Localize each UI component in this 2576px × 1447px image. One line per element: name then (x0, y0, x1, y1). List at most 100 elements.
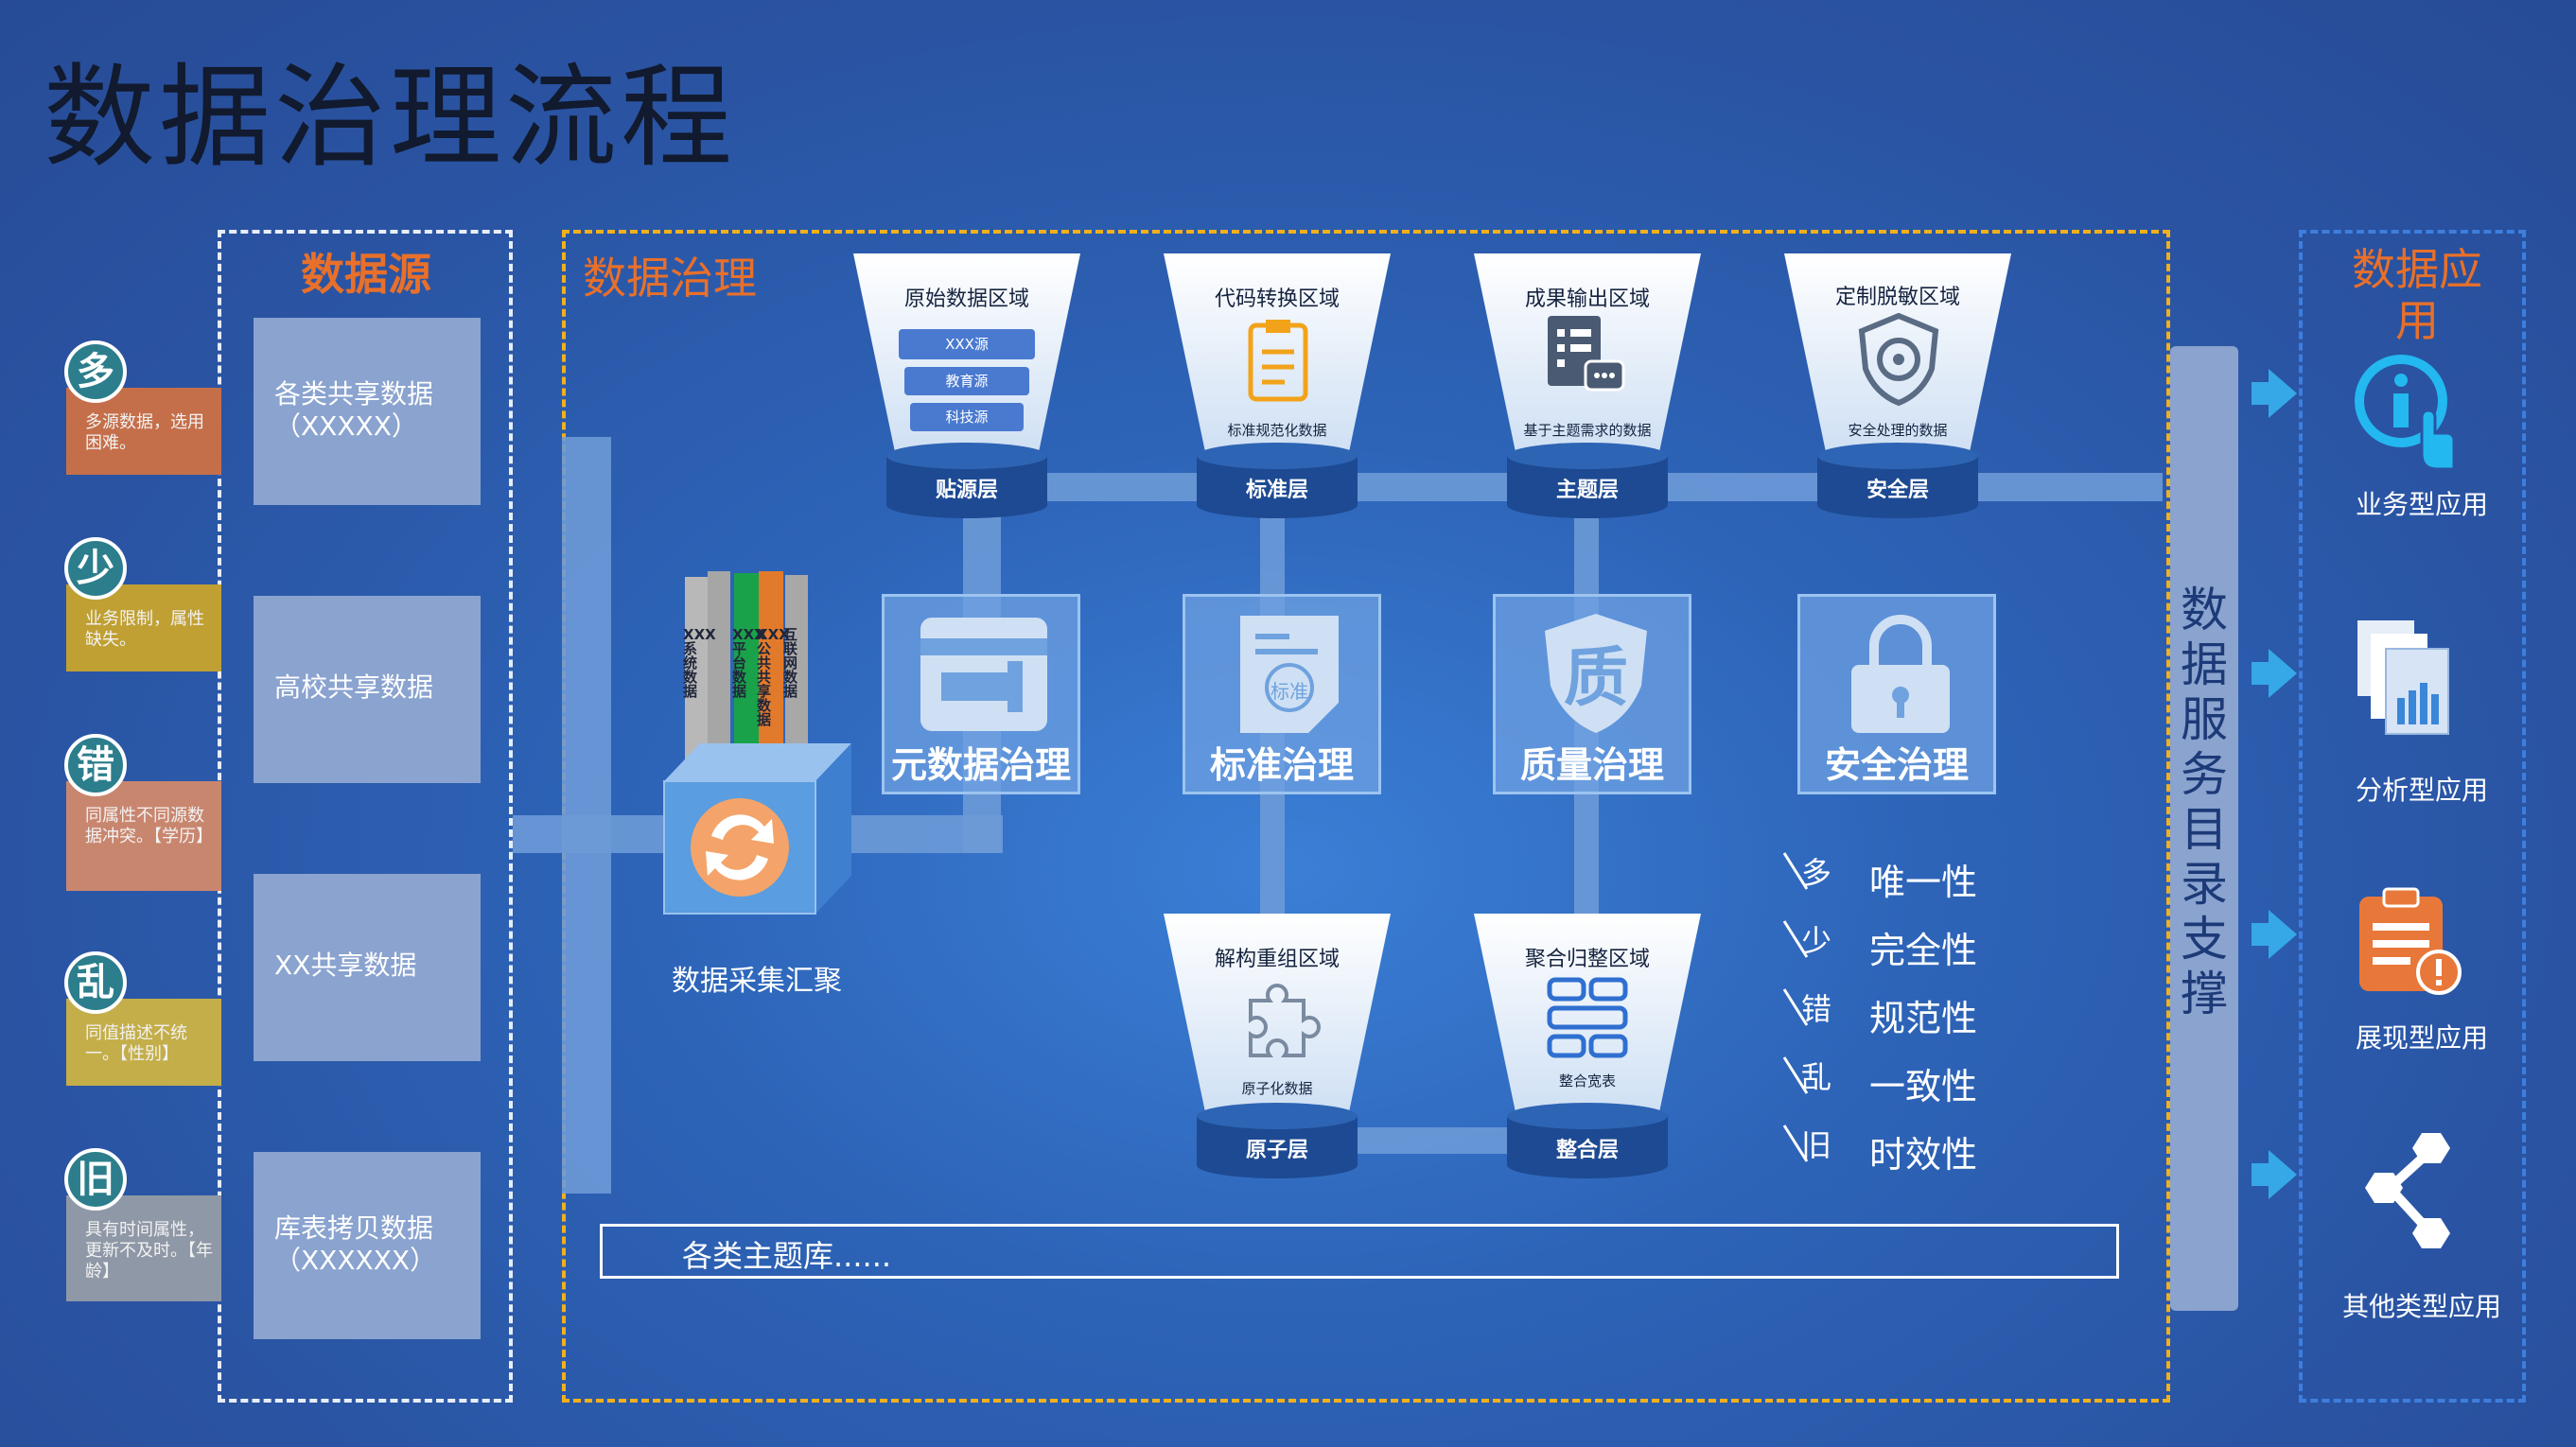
quality-label: 一致性 (1869, 1066, 1978, 1107)
tile-quality-governance: 质 质量治理 (1493, 594, 1691, 794)
source-chip: 教育源 (904, 367, 1029, 395)
funnel-title: 原始数据区域 (903, 288, 1029, 311)
funnel-sub: 基于主题需求的数据 (1523, 422, 1652, 439)
layer-label: 整合层 (1555, 1139, 1619, 1162)
application-panel (2299, 230, 2526, 1403)
quality-item-uniqueness: 多 唯一性 (1779, 846, 2024, 903)
standard-doc-icon (1233, 608, 1346, 744)
quality-check-icon: 错 (1779, 982, 1839, 1038)
problem-icon-shao: 少 (64, 537, 127, 600)
funnel-sub: 安全处理的数据 (1848, 422, 1948, 439)
quality-item-consistency: 乱 一致性 (1779, 1050, 2024, 1107)
quality-item-normative: 错 规范性 (1779, 982, 2024, 1039)
arrow-right-icon (2252, 1163, 2270, 1186)
layer-cylinder-security: 安全层 (1817, 443, 1978, 518)
source-box-table-copy: 库表拷贝数据（XXXXXX） (254, 1152, 481, 1339)
tile-metadata-governance: 元数据治理 (882, 594, 1080, 794)
topic-library-bar: 各类主题库...... (600, 1224, 2119, 1279)
data-collection-cube: XXX系统数据 XXX平台数据 XXX公共共享数据 互联网数据 (653, 571, 861, 931)
funnel-result-output: 成果输出区域 基于主题需求的数据 (1474, 253, 1701, 462)
funnel-title: 聚合归整区域 (1524, 948, 1650, 971)
layer-label: 原子层 (1245, 1139, 1308, 1162)
app-label-display: 展现型应用 (2355, 1022, 2488, 1054)
book-label-2: XXX平台数据 (732, 626, 765, 700)
problem-desc: 多源数据，选用困难。 (85, 412, 204, 453)
tile-security-governance: 安全治理 (1797, 594, 1996, 794)
funnel-sub: 标准规范化数据 (1227, 422, 1327, 439)
page-title: 数据治理流程 (44, 52, 737, 183)
arrow-right-icon (2269, 1150, 2297, 1199)
layer-cylinder-integrate: 整合层 (1507, 1103, 1668, 1178)
info-touch-icon (2352, 352, 2465, 479)
governance-heading: 数据治理 (583, 253, 757, 304)
arrow-right-icon (2269, 649, 2297, 698)
quality-check-icon: 多 (1779, 846, 1839, 902)
layer-label: 标准层 (1245, 479, 1308, 502)
service-catalog-bar: 数据服务目录支撑 (2170, 346, 2238, 1311)
service-catalog-label: 数据服务目录支撑 (2181, 583, 2228, 1021)
funnel-title: 解构重组区域 (1214, 948, 1340, 971)
problem-card-jiu: 具有时间属性，更新不及时。【年龄】 (66, 1195, 221, 1301)
source-heading: 数据源 (301, 249, 431, 300)
tile-label: 安全治理 (1824, 744, 1969, 786)
funnel-title: 代码转换区域 (1214, 288, 1340, 311)
arrow-right-icon (2269, 369, 2297, 418)
standard-badge: 标准 (1270, 680, 1308, 703)
quality-label: 唯一性 (1869, 862, 1978, 903)
quality-label: 规范性 (1869, 998, 1978, 1039)
book-label-3: XXX公共共享数据 (757, 626, 790, 728)
arrow-right-icon (2269, 910, 2297, 959)
tile-label: 质量治理 (1519, 744, 1664, 786)
funnel-deconstruct: 解构重组区域 原子化数据 (1164, 914, 1391, 1122)
funnel-sub: 原子化数据 (1241, 1080, 1313, 1097)
clipboard-alert-icon (2352, 885, 2465, 1002)
layer-label: 安全层 (1866, 479, 1929, 502)
source-chip: XXX源 (899, 329, 1035, 359)
source-box-shared: 各类共享数据（XXXXX） (254, 318, 481, 505)
app-label-other: 其他类型应用 (2341, 1291, 2501, 1322)
quality-badge: 质 (1563, 641, 1628, 716)
quality-check-icon: 乱 (1779, 1050, 1839, 1107)
layer-label: 主题层 (1555, 479, 1619, 502)
funnel-sub: 整合宽表 (1558, 1072, 1616, 1090)
card-icon (913, 610, 1055, 746)
application-heading: 数据应用 (2352, 244, 2482, 346)
problem-icon-cuo: 错 (64, 734, 127, 796)
quality-check-icon: 少 (1779, 914, 1839, 970)
layer-cylinder-theme: 主题层 (1507, 443, 1668, 518)
arrow-right-icon (2252, 382, 2270, 405)
source-box-university: 高校共享数据 (254, 596, 481, 783)
quality-shield-icon (1537, 608, 1655, 744)
quality-label: 时效性 (1869, 1134, 1978, 1176)
problem-card-cuo: 同属性不同源数据冲突。【学历】 (66, 781, 221, 891)
problem-desc: 具有时间属性，更新不及时。【年龄】 (85, 1220, 213, 1281)
tile-standard-governance: 标准 标准治理 (1183, 594, 1381, 794)
source-box-xx: XX共享数据 (254, 874, 481, 1061)
layer-cylinder-source: 贴源层 (886, 443, 1047, 518)
quality-check-icon: 旧 (1779, 1118, 1839, 1175)
layer-label: 贴源层 (935, 479, 998, 502)
collect-label: 数据采集汇聚 (672, 965, 842, 998)
problem-icon-luan: 乱 (64, 951, 127, 1014)
book-label-1: XXX系统数据 (683, 626, 716, 700)
lock-icon (1842, 608, 1959, 744)
problem-icon-duo: 多 (64, 340, 127, 403)
problem-desc: 同属性不同源数据冲突。【学历】 (85, 806, 213, 846)
quality-label: 完全性 (1869, 930, 1978, 971)
tile-label: 元数据治理 (890, 744, 1071, 786)
layer-cylinder-standard: 标准层 (1197, 443, 1358, 518)
layer-cylinder-atomic: 原子层 (1197, 1103, 1358, 1178)
collector-pipe-left (513, 815, 664, 853)
funnel-desensitize: 定制脱敏区域 安全处理的数据 (1784, 253, 2011, 462)
funnel-title: 成果输出区域 (1524, 288, 1650, 311)
analysis-report-icon (2354, 617, 2467, 743)
share-nodes-icon (2352, 1127, 2465, 1264)
funnel-code-convert: 代码转换区域 标准规范化数据 (1164, 253, 1391, 462)
source-chip: 科技源 (910, 403, 1024, 431)
app-label-analysis: 分析型应用 (2355, 775, 2488, 806)
problem-desc: 同值描述不统一。【性别】 (85, 1023, 187, 1064)
arrow-right-icon (2252, 662, 2270, 685)
funnel-title: 定制脱敏区域 (1834, 286, 1960, 309)
tile-label: 标准治理 (1209, 744, 1354, 786)
problem-icon-jiu: 旧 (64, 1148, 127, 1211)
